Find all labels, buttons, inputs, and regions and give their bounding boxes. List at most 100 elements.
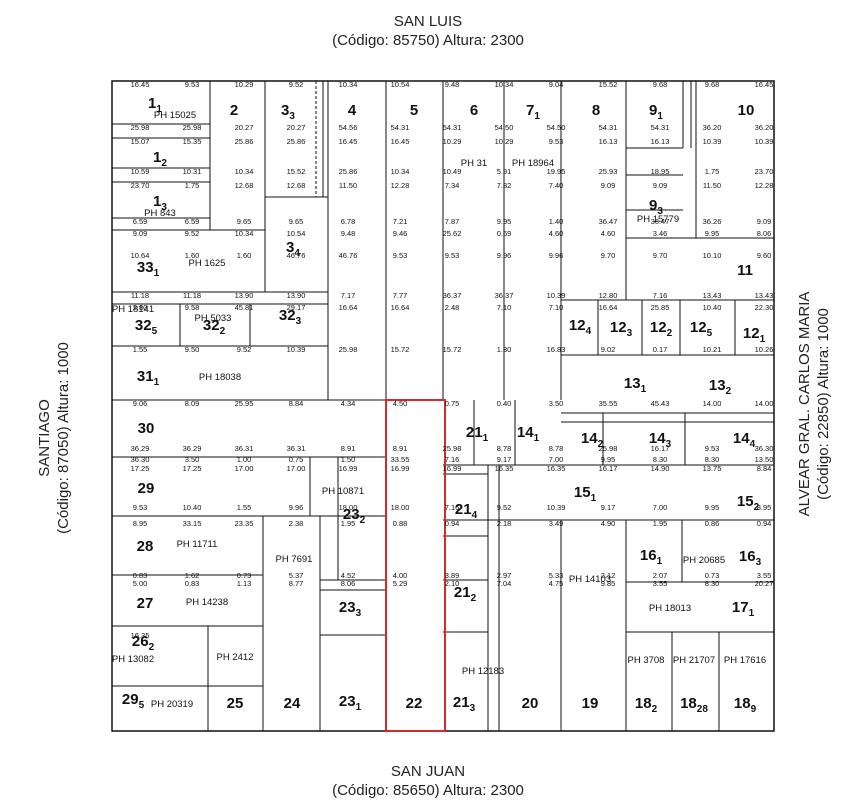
lot-number[interactable]: 141 [517,424,540,444]
dimension-label: 16.64 [599,303,618,312]
lot-number[interactable]: 161 [640,547,663,567]
dimension-label: 7.87 [445,217,460,226]
lot-number[interactable]: 171 [732,599,755,619]
dimension-label: 15.35 [183,137,202,146]
lot-number[interactable]: 322 [203,317,226,337]
dimension-label: 33.15 [183,519,202,528]
dimension-label: 0.17 [653,345,668,354]
dimension-label: 25.85 [651,303,670,312]
dimension-label: 2.97 [497,571,512,580]
lot-number[interactable]: 212 [454,584,477,604]
lot-number[interactable]: 30 [138,420,155,437]
lot-number[interactable]: 325 [135,317,158,337]
dimension-label: 18.00 [391,503,410,512]
dimension-label: 9.52 [185,229,200,238]
lot-number[interactable]: 11 [148,95,162,115]
dimension-label: 12.28 [391,181,410,190]
lot-number[interactable]: 189 [734,695,757,715]
lot-number[interactable]: 19 [582,695,599,712]
lot-number[interactable]: 323 [279,307,302,327]
lot-number[interactable]: 144 [733,430,756,450]
lot-number[interactable]: 123 [610,319,633,339]
dimension-label: 10.59 [131,167,150,176]
ph-number: PH 7691 [276,554,313,565]
lot-number[interactable]: 91 [649,102,663,122]
lot-number[interactable]: 34 [286,239,300,259]
lot-number[interactable]: 33 [281,102,295,122]
lot-number[interactable]: 93 [649,197,663,217]
dimension-label: 17.00 [287,464,306,473]
lot-number[interactable]: 231 [339,693,362,713]
lot-number[interactable]: 22 [406,695,423,712]
dimension-label: 10.21 [703,345,722,354]
dimension-label: 11.18 [183,291,201,300]
lot-number[interactable]: 2 [230,102,238,119]
lot-number[interactable]: 163 [739,548,762,568]
lot-number[interactable]: 152 [737,493,760,513]
lot-number[interactable]: 311 [137,368,160,388]
lot-number[interactable]: 124 [569,317,592,337]
lot-number[interactable]: 71 [526,102,540,122]
dimension-label: 0.88 [393,519,408,528]
dimension-label: 9.06 [133,399,148,408]
dimension-label: 15.07 [131,137,150,146]
lot-number[interactable]: 5 [410,102,418,119]
dimension-label: 4.52 [341,571,356,580]
lot-number[interactable]: 295 [122,691,145,711]
lot-number[interactable]: 10 [738,102,755,119]
dimension-label: 8.84 [289,399,304,408]
lot-number[interactable]: 143 [649,430,672,450]
lot-number[interactable]: 13 [153,193,167,213]
lot-number[interactable]: 262 [132,633,155,653]
lot-number[interactable]: 4 [348,102,357,119]
dimension-label: 14.00 [703,399,722,408]
dimension-label: 54.31 [599,123,618,132]
lot-number[interactable]: 6 [470,102,478,119]
lot-number[interactable]: 1828 [680,695,708,715]
dimension-label: 46.76 [287,251,306,260]
dimension-label: 0.86 [705,519,720,528]
dimension-label: 15.72 [443,345,462,354]
dimension-label: 4.90 [601,519,616,528]
dimension-label: 54.50 [547,123,566,132]
dimension-label: 22.30 [755,303,774,312]
lot-number[interactable]: 24 [284,695,301,712]
lot-number[interactable]: 214 [455,501,478,521]
lot-number[interactable]: 132 [709,377,732,397]
lot-number[interactable]: 20 [522,695,539,712]
dimension-label: 13.90 [235,291,254,300]
lot-number[interactable]: 27 [137,595,154,612]
dimension-label: 54.50 [495,123,514,132]
lot-number[interactable]: 142 [581,430,604,450]
dimension-label: 25.86 [339,167,358,176]
ph-number: PH 15779 [637,214,679,225]
lot-number[interactable]: 182 [635,695,658,715]
dimension-label: 7.16 [653,291,668,300]
dimension-label: 8.30 [705,579,720,588]
lot-number[interactable]: 232 [343,506,366,526]
lot-number[interactable]: 151 [574,484,597,504]
dimension-label: 16.45 [131,80,150,89]
lot-number[interactable]: 11 [737,262,753,279]
lot-number[interactable]: 122 [650,319,673,339]
dimension-label: 5.91 [497,167,512,176]
lot-number[interactable]: 8 [592,102,600,119]
lot-number[interactable]: 213 [453,694,476,714]
dimension-label: 4.00 [393,571,408,580]
lot-number[interactable]: 29 [138,480,155,497]
lot-number[interactable]: 121 [743,325,766,345]
highlighted-lot-22[interactable] [385,399,446,732]
dimension-label: 8.77 [289,579,304,588]
lot-number[interactable]: 131 [624,375,647,395]
dimension-label: 7.21 [393,217,408,226]
lot-number[interactable]: 211 [466,424,489,444]
lot-number[interactable]: 12 [153,149,167,169]
lot-number[interactable]: 233 [339,599,362,619]
lot-number[interactable]: 25 [227,695,244,712]
lot-number[interactable]: 331 [137,259,160,279]
lot-number[interactable]: 28 [137,538,154,555]
lot-number[interactable]: 125 [690,319,713,339]
dimension-label: 2.48 [445,303,460,312]
